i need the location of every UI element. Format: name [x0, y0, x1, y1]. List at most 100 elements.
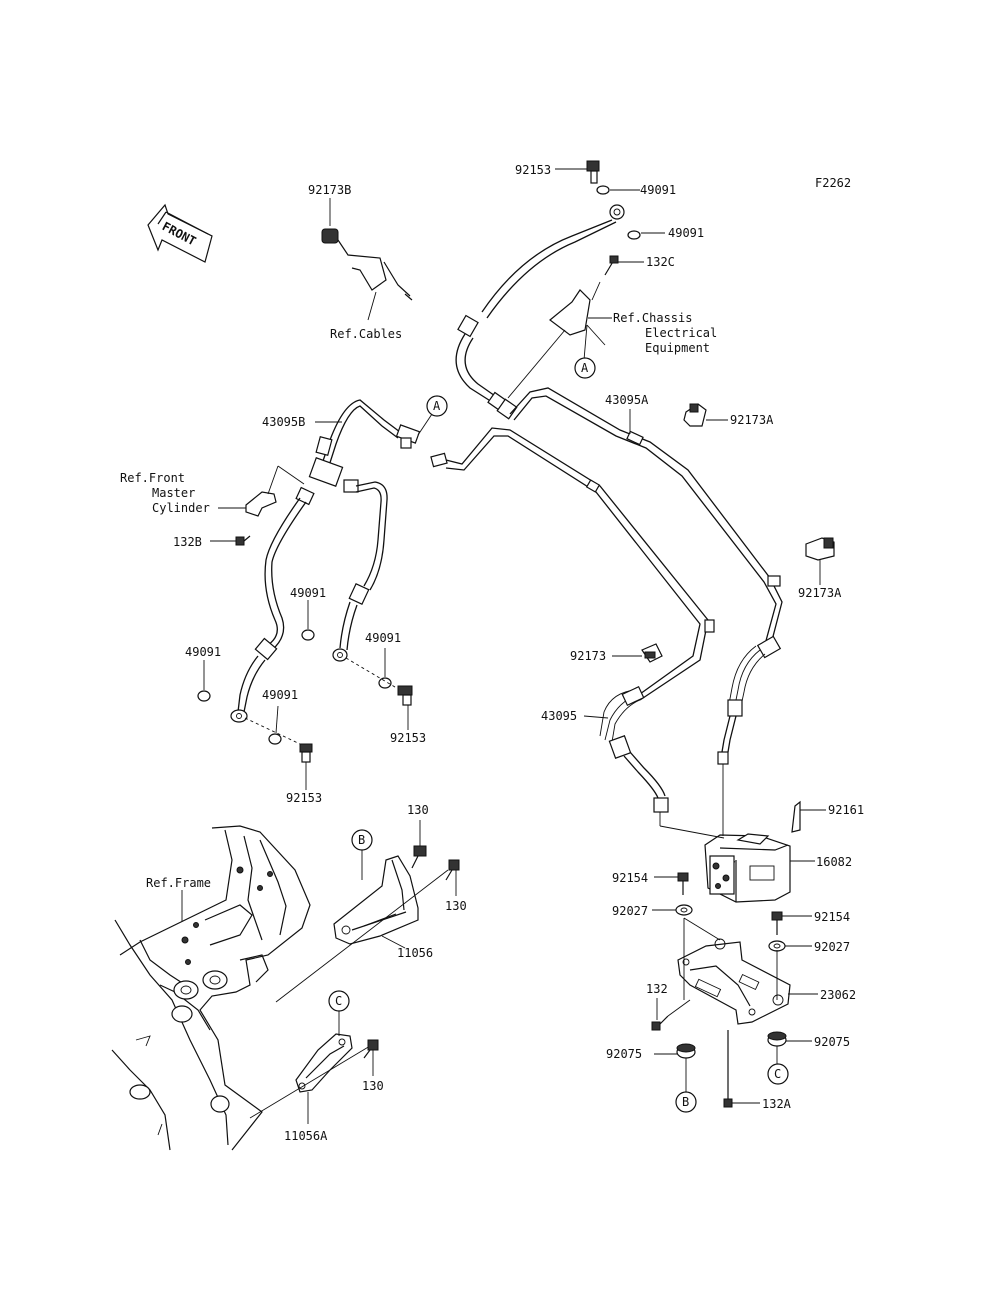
washer-49091-f — [378, 677, 392, 689]
master-cylinder-bracket — [245, 491, 277, 517]
callout-A-left-label: A — [433, 399, 441, 413]
chassis-bracket — [549, 281, 601, 336]
label-92075-a: 92075 — [606, 1047, 642, 1061]
label-132: 132 — [646, 982, 668, 996]
label-92173A-b: 92173A — [798, 586, 842, 600]
bolt-92153-mid — [397, 685, 413, 706]
label-92154-a: 92154 — [612, 871, 648, 885]
label-130-a: 130 — [407, 803, 429, 817]
upper-brake-hose — [455, 204, 625, 420]
label-49091-f: 49091 — [365, 631, 401, 645]
callout-C-left-label: C — [335, 994, 342, 1008]
label-92153-low: 92153 — [286, 791, 322, 805]
label-92161: 92161 — [828, 803, 864, 817]
bolt-92153-top — [586, 160, 600, 184]
callout-C-right-label: C — [774, 1067, 781, 1081]
label-49091-b: 49091 — [668, 226, 704, 240]
clamp-92173B — [321, 228, 413, 301]
bolt-130-a — [411, 845, 427, 869]
label-130-c: 130 — [362, 1079, 384, 1093]
brake-pipe-43095 — [430, 427, 715, 701]
clamp-92173A-lower — [805, 537, 835, 561]
label-130-b: 130 — [445, 899, 467, 913]
grommet-92027-b — [768, 940, 786, 952]
label-49091-c: 49091 — [185, 645, 221, 659]
callout-A-upper — [574, 357, 596, 379]
hose-43095B — [315, 399, 421, 473]
callout-A-left — [426, 395, 448, 417]
clamp-92173A-upper — [683, 403, 707, 427]
bolt-92153-low — [299, 743, 313, 763]
bolt-92154-a — [677, 872, 689, 895]
label-92027-a: 92027 — [612, 904, 648, 918]
washer-49091-c — [197, 690, 211, 702]
label-132B: 132B — [173, 535, 202, 549]
bolt-132B — [235, 535, 251, 546]
front-left-hose — [230, 497, 307, 723]
washer-49091-e — [301, 629, 315, 641]
frame-ref — [111, 825, 311, 1151]
label-92154-b: 92154 — [814, 910, 850, 924]
label-92027-b: 92027 — [814, 940, 850, 954]
pipe-cluster-right — [717, 635, 782, 765]
callout-C-right — [767, 1063, 789, 1085]
washer-49091-d — [268, 733, 282, 745]
bracket-23062 — [677, 938, 791, 1025]
abs-unit-16082 — [704, 833, 791, 903]
bolt-130-b — [445, 859, 460, 881]
label-11056: 11056 — [397, 946, 433, 960]
label-11056A: 11056A — [284, 1129, 328, 1143]
grommet-92075-a — [676, 1043, 696, 1059]
front-right-hose — [332, 481, 388, 662]
label-92173: 92173 — [570, 649, 606, 663]
bolt-130-c — [363, 1039, 379, 1059]
label-49091-a: 49091 — [640, 183, 676, 197]
label-ref-front-1: Ref.Front — [120, 471, 185, 485]
label-ref-frame: Ref.Frame — [146, 876, 211, 890]
front-arrow-icon: FRONT — [147, 203, 213, 263]
label-49091-d: 49091 — [262, 688, 298, 702]
label-ref-cables: Ref.Cables — [330, 327, 402, 341]
callout-B-left-label: B — [358, 833, 365, 847]
label-ref-chassis-1: Ref.Chassis — [613, 311, 692, 325]
label-49091-e: 49091 — [290, 586, 326, 600]
hose-junction — [295, 457, 359, 506]
label-132C: 132C — [646, 255, 675, 269]
label-132A: 132A — [762, 1097, 792, 1111]
bolt-132A — [723, 1030, 733, 1108]
label-43095A: 43095A — [605, 393, 649, 407]
brake-pipe-43095A — [509, 387, 783, 649]
bracket-92161 — [791, 800, 801, 833]
bracket-11056A — [295, 1033, 353, 1093]
pipe-cluster-43095 — [599, 685, 669, 813]
label-43095B: 43095B — [262, 415, 305, 429]
label-ref-chassis-2: Electrical — [645, 326, 717, 340]
bolt-92154-b — [771, 911, 783, 935]
label-23062: 23062 — [820, 988, 856, 1002]
label-92075-b: 92075 — [814, 1035, 850, 1049]
label-43095: 43095 — [541, 709, 577, 723]
label-ref-chassis-3: Equipment — [645, 341, 710, 355]
diagram-code: F2262 — [815, 176, 851, 190]
bolt-132C — [604, 255, 619, 276]
label-16082: 16082 — [816, 855, 852, 869]
label-92153-top: 92153 — [515, 163, 551, 177]
label-92153-mid: 92153 — [390, 731, 426, 745]
label-92173A-a: 92173A — [730, 413, 774, 427]
label-92173B: 92173B — [308, 183, 351, 197]
callout-B-right-label: B — [682, 1095, 689, 1109]
clamp-92173 — [641, 643, 663, 663]
label-ref-front-3: Cylinder — [152, 501, 210, 515]
bolt-132 — [651, 1015, 669, 1031]
callout-A-upper-label: A — [581, 361, 589, 375]
washer-49091-a — [596, 185, 610, 195]
washer-49091-b — [627, 230, 641, 240]
grommet-92075-b — [767, 1031, 787, 1047]
grommet-92027-a — [675, 904, 693, 916]
label-ref-front-2: Master — [152, 486, 195, 500]
callout-B-right — [675, 1091, 697, 1113]
front-arrow-label: FRONT — [160, 219, 198, 248]
bracket-11056 — [333, 855, 419, 945]
